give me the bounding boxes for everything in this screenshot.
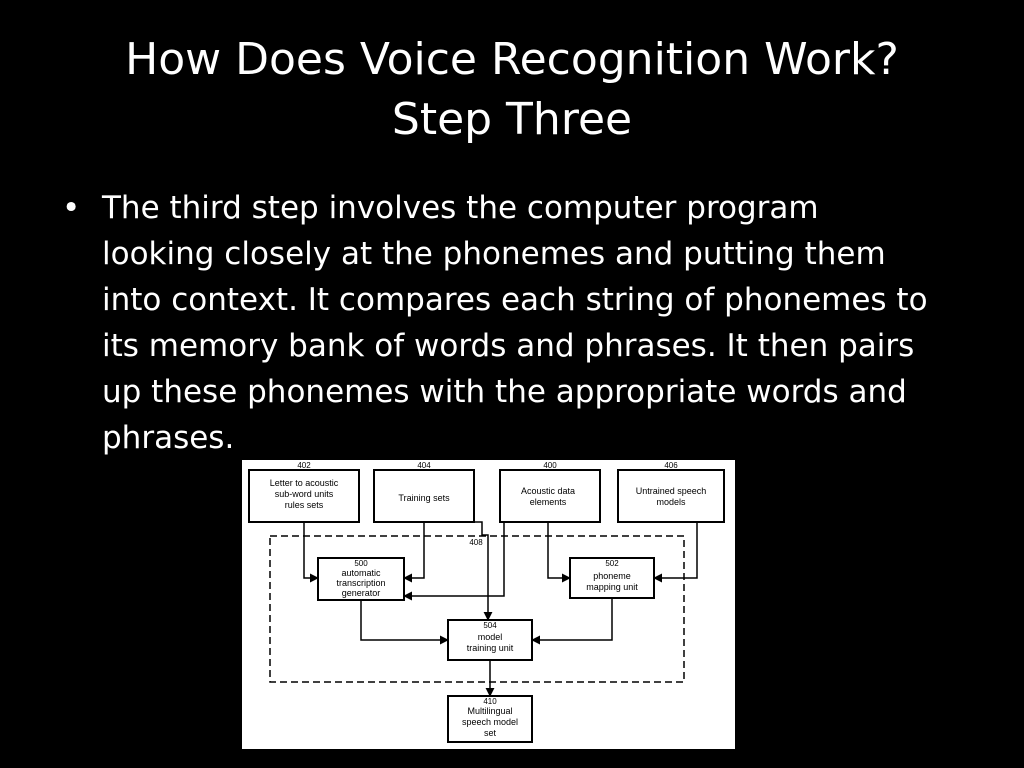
box-402-line-3: rules sets (285, 500, 324, 510)
arrow-402-to-500 (303, 522, 319, 583)
box-400: 400 Acoustic data elements (499, 461, 601, 523)
box-502-line-2: mapping unit (586, 582, 638, 592)
box-504-line-2: training unit (467, 643, 514, 653)
boundary-408 (269, 535, 685, 683)
boundary-408-label: 408 (469, 538, 483, 547)
bullet-text: The third step involves the computer pro… (102, 190, 928, 456)
arrow-400-to-502 (547, 522, 571, 583)
box-400-line-1: Acoustic data (521, 486, 575, 496)
box-500-line-1: automatic (341, 568, 381, 578)
box-406: 406 Untrained speech models (617, 461, 725, 523)
bullet-point: • The third step involves the computer p… (62, 185, 932, 461)
arrow-400-to-500 (403, 522, 505, 601)
box-402-line-1: Letter to acoustic (270, 478, 339, 488)
slide-title-line-1: How Does Voice Recognition Work? (125, 34, 899, 85)
box-400-ref: 400 (543, 461, 557, 470)
slide-title-line-2: Step Three (391, 94, 633, 145)
box-410-line-3: set (484, 728, 497, 738)
box-504-ref: 504 (483, 621, 497, 630)
box-402-line-2: sub-word units (275, 489, 334, 499)
arrow-404-to-500 (403, 522, 425, 583)
box-410-line-1: Multilingual (467, 706, 512, 716)
box-404: 404 Training sets (373, 461, 475, 523)
box-500: 500 automatic transcription generator (317, 557, 405, 601)
box-406-line-1: Untrained speech (636, 486, 707, 496)
slide-title: How Does Voice Recognition Work? Step Th… (0, 30, 1024, 150)
box-502: 502 phoneme mapping unit (569, 557, 655, 599)
arrow-406-to-502 (653, 522, 698, 583)
box-504-line-1: model (478, 632, 503, 642)
arrow-502-to-504 (531, 598, 613, 645)
box-410-line-2: speech model (462, 717, 518, 727)
box-500-line-2: transcription (336, 578, 385, 588)
box-410-ref: 410 (483, 697, 497, 706)
arrow-500-to-504 (360, 600, 449, 645)
flow-diagram: 408 402 Letter to acoustic sub-word unit… (242, 460, 735, 749)
connectors (303, 521, 698, 697)
box-406-ref: 406 (664, 461, 678, 470)
box-402: 402 Letter to acoustic sub-word units ru… (248, 461, 360, 523)
box-500-line-3: generator (342, 588, 381, 598)
box-406-line-2: models (656, 497, 686, 507)
arrow-404-to-504 (474, 521, 493, 621)
box-404-line-1: Training sets (398, 493, 450, 503)
box-400-line-2: elements (530, 497, 567, 507)
box-502-line-1: phoneme (593, 571, 631, 581)
box-402-ref: 402 (297, 461, 311, 470)
box-500-ref: 500 (354, 559, 368, 568)
bullet-dot: • (62, 190, 81, 226)
box-410: 410 Multilingual speech model set (447, 695, 533, 743)
box-502-ref: 502 (605, 559, 619, 568)
box-504: 504 model training unit (447, 619, 533, 661)
box-404-ref: 404 (417, 461, 431, 470)
